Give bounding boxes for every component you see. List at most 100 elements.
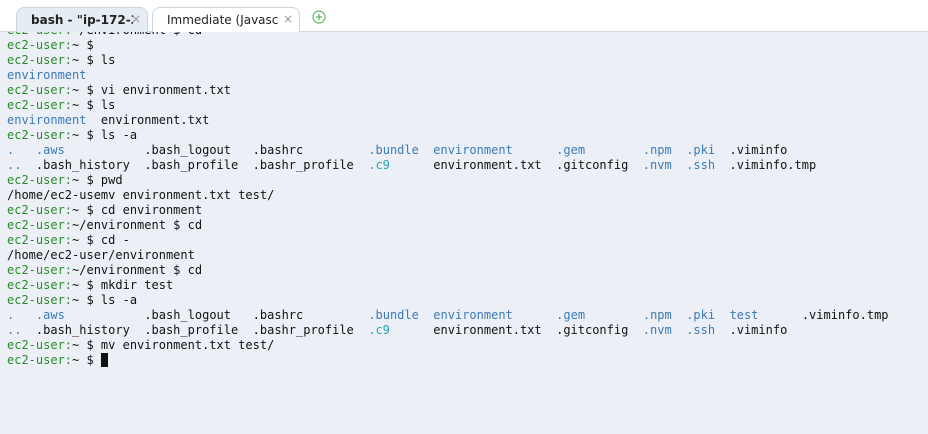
prompt-user: ec2-user: — [7, 263, 73, 277]
terminal-text: ~ $ mv environment.txt test/ — [72, 338, 275, 352]
terminal-text: ~ $ ls -a — [72, 128, 138, 142]
terminal-text: .pki — [686, 143, 716, 157]
tab-immediate[interactable]: Immediate (Javascript × — [152, 7, 300, 32]
prompt-user: ec2-user: — [7, 278, 73, 292]
terminal-line: .. .bash_history .bash_profile .bashr_pr… — [7, 158, 889, 173]
terminal-text — [585, 143, 643, 157]
terminal-text: ~ $ ls — [72, 53, 116, 67]
terminal-text: .viminfo.tmp — [715, 158, 817, 172]
terminal-line: ec2-user:~ $ vi environment.txt — [7, 83, 889, 98]
terminal-text: /home/ec2-user/environment — [7, 248, 195, 262]
terminal-text: .viminfo — [715, 143, 788, 157]
terminal-line: ec2-user:~ $ ls -a — [7, 128, 889, 143]
prompt-user: ec2-user: — [7, 53, 73, 67]
terminal-text: .gem — [556, 308, 586, 322]
terminal-line: ec2-user:~/environment $ cd — [7, 263, 889, 278]
terminal-line: ec2-user:~ $ — [7, 38, 889, 53]
terminal-text: ~ $ ls — [72, 98, 116, 112]
terminal-text: ~ $ ls -a — [72, 293, 138, 307]
terminal-text: .viminfo — [715, 323, 788, 337]
terminal-text: .gem — [556, 143, 586, 157]
terminal-text: .. — [7, 323, 22, 337]
prompt-user: ec2-user: — [7, 233, 73, 247]
terminal-line: /home/ec2-user/environment — [7, 248, 889, 263]
terminal-text: /home/ec2-usemv environment.txt test/ — [7, 188, 275, 202]
terminal-text — [672, 323, 686, 337]
terminal-text: ~/environment $ cd — [72, 263, 203, 277]
terminal-text — [672, 308, 686, 322]
terminal-text: ~ $ cd environment — [72, 203, 203, 217]
prompt-user: ec2-user: — [7, 173, 73, 187]
terminal-text: environment.txt .gitconfig — [389, 158, 643, 172]
terminal-text: test — [729, 308, 759, 322]
terminal-cursor — [100, 353, 108, 367]
terminal-text: environment.txt — [86, 113, 210, 127]
terminal-text — [14, 143, 36, 157]
terminal-text: environment — [7, 68, 87, 82]
terminal-text: .npm — [642, 308, 672, 322]
terminal-text: .ssh — [686, 323, 716, 337]
terminal-text: ~ $ — [72, 353, 101, 367]
terminal-text: .bundle — [368, 143, 419, 157]
terminal-text: .ssh — [686, 158, 716, 172]
plus-circle-icon[interactable] — [312, 10, 326, 24]
terminal-text: .c9 — [368, 323, 390, 337]
terminal-text — [14, 308, 36, 322]
terminal-text: environment — [433, 143, 513, 157]
terminal-text: .aws — [35, 143, 65, 157]
prompt-user: ec2-user: — [7, 203, 73, 217]
tab-label: Immediate (Javascript — [167, 13, 279, 27]
terminal-text: environment — [7, 113, 87, 127]
terminal-text: .bash_logout .bashrc — [64, 143, 369, 157]
terminal-text: .nvm — [642, 158, 672, 172]
terminal-text: .bash_history .bash_profile .bashr_profi… — [21, 323, 369, 337]
terminal-text: .bash_history .bash_profile .bashr_profi… — [21, 158, 369, 172]
prompt-user: ec2-user: — [7, 338, 73, 352]
close-icon[interactable]: × — [282, 12, 294, 26]
terminal-text — [715, 308, 729, 322]
terminal-line: environment — [7, 68, 889, 83]
prompt-user: ec2-user: — [7, 98, 73, 112]
terminal-text: ~ $ pwd — [72, 173, 123, 187]
close-icon[interactable]: × — [130, 12, 142, 26]
terminal-text — [419, 308, 433, 322]
terminal-line: ec2-user:~/environment $ cd — [7, 218, 889, 233]
terminal-line: ec2-user:~ $ ls — [7, 98, 889, 113]
terminal-text: .nvm — [642, 323, 672, 337]
terminal-text: ~ $ — [72, 38, 94, 52]
terminal-line: ec2-user:~ $ — [7, 353, 889, 368]
terminal-line: ec2-user:~ $ mkdir test — [7, 278, 889, 293]
prompt-user: ec2-user: — [7, 353, 73, 367]
terminal-line: ec2-user:~ $ cd environment — [7, 203, 889, 218]
tab-bar: bash - "ip-172-31 × Immediate (Javascrip… — [0, 0, 928, 32]
terminal-text: .. — [7, 158, 22, 172]
terminal-text: .aws — [35, 308, 65, 322]
terminal-line: ec2-user:~ $ pwd — [7, 173, 889, 188]
terminal-line: ec2-user:~ $ mv environment.txt test/ — [7, 338, 889, 353]
terminal-text: ~ $ cd - — [72, 233, 130, 247]
terminal-text: .viminfo.tmp — [758, 308, 889, 322]
prompt-user: ec2-user: — [7, 293, 73, 307]
terminal-line: /home/ec2-usemv environment.txt test/ — [7, 188, 889, 203]
prompt-user: ec2-user: — [7, 83, 73, 97]
terminal-text: environment — [433, 308, 513, 322]
tab-label: bash - "ip-172-31 — [31, 13, 133, 27]
terminal-text: .pki — [686, 308, 716, 322]
terminal-text: .npm — [642, 143, 672, 157]
tab-bash[interactable]: bash - "ip-172-31 × — [16, 7, 148, 32]
terminal-text — [585, 308, 643, 322]
terminal-text: . — [7, 143, 15, 157]
terminal-text — [672, 158, 686, 172]
terminal-line: environment environment.txt — [7, 113, 889, 128]
terminal-text: .bundle — [368, 308, 419, 322]
terminal-line: . .aws .bash_logout .bashrc .bundle envi… — [7, 143, 889, 158]
terminal-text — [513, 308, 556, 322]
terminal-line: . .aws .bash_logout .bashrc .bundle envi… — [7, 308, 889, 323]
prompt-user: ec2-user: — [7, 38, 73, 52]
terminal-line: ec2-user:~ $ cd - — [7, 233, 889, 248]
terminal-text: ~/environment $ cd — [72, 32, 202, 37]
prompt-user: ec2-user: — [7, 128, 73, 142]
terminal-text: environment.txt .gitconfig — [389, 323, 643, 337]
